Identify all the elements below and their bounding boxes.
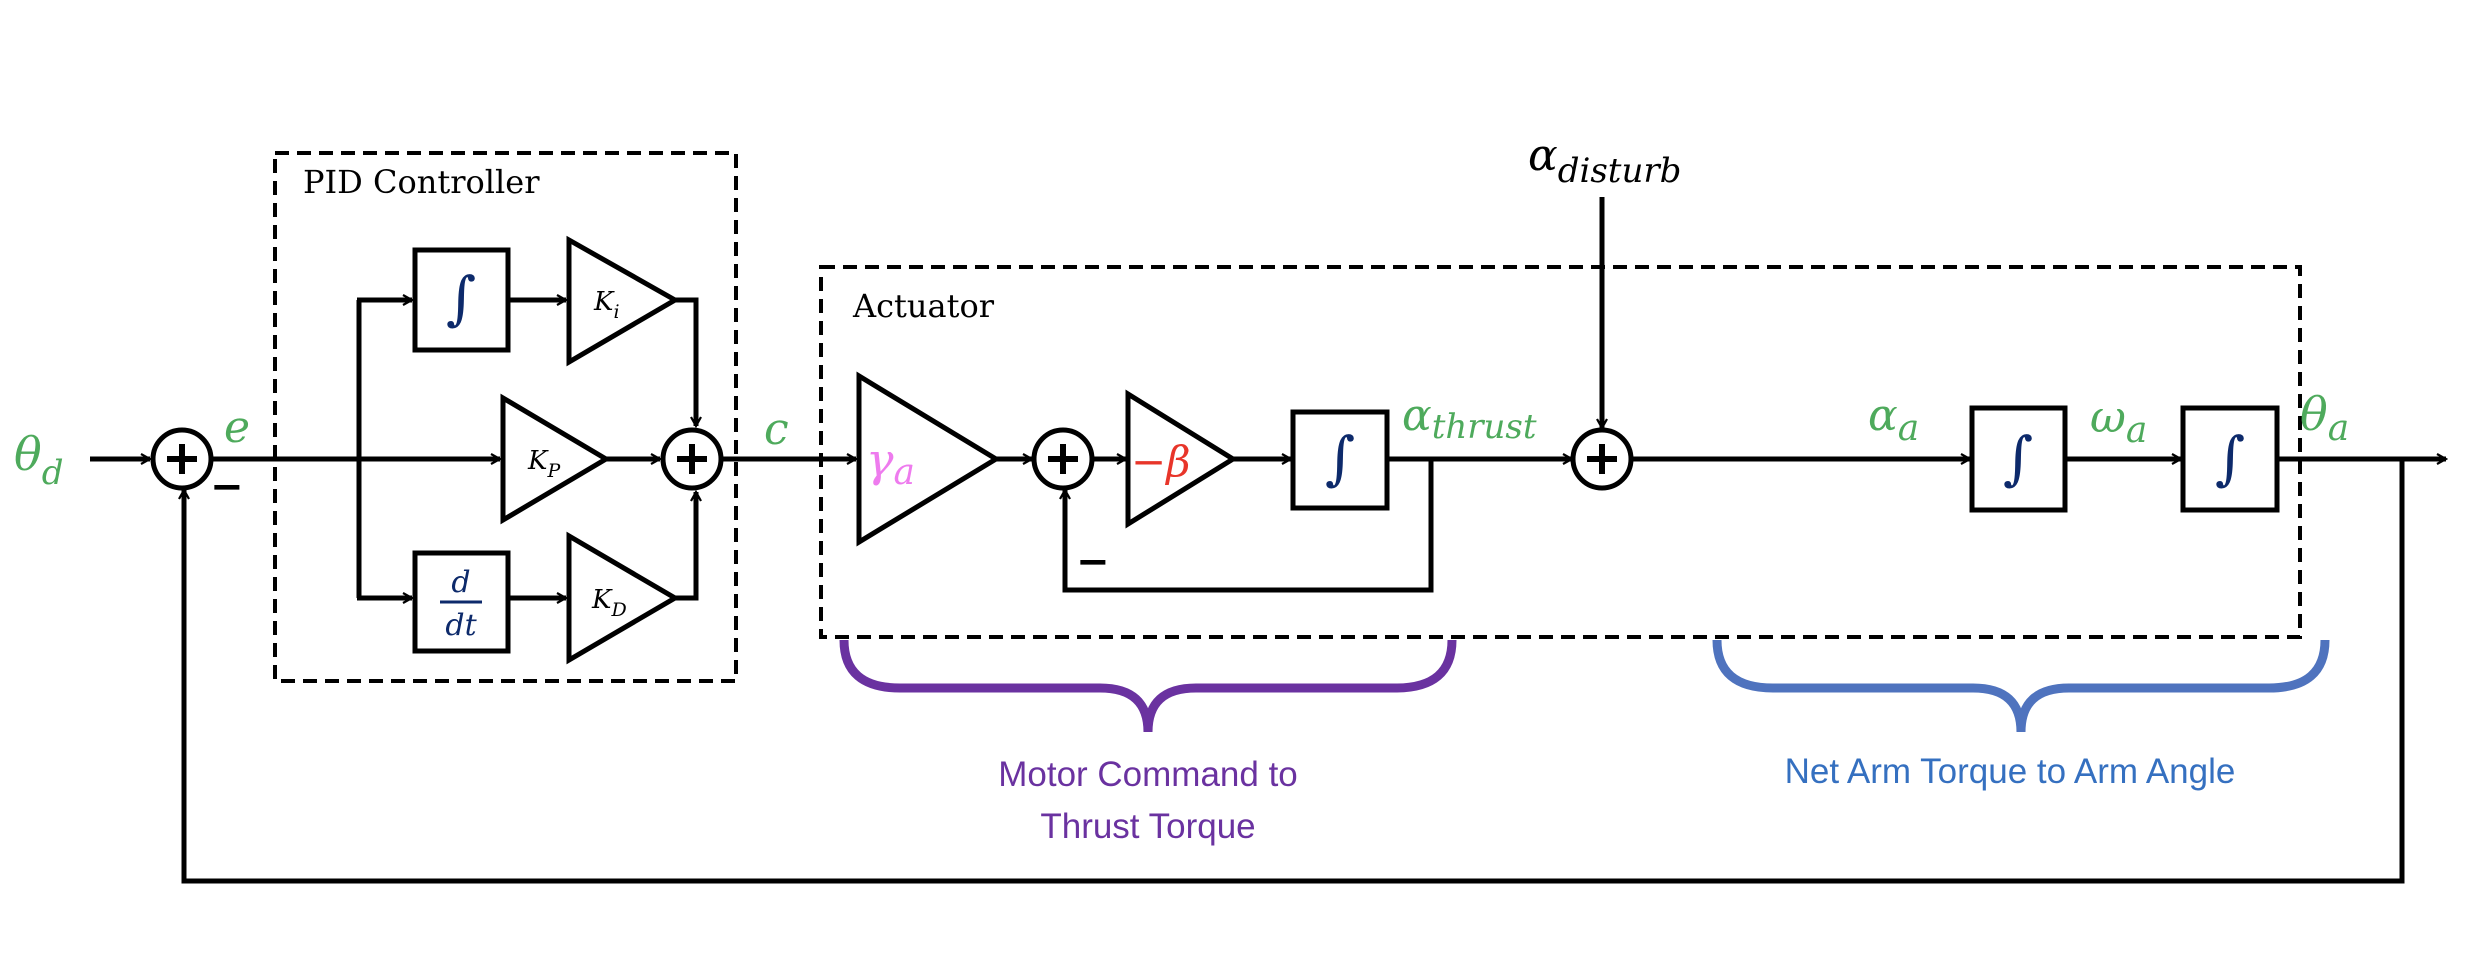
svg-text:dt: dt xyxy=(445,608,477,643)
summing-junction-disturbance xyxy=(1570,427,1634,491)
actuator-box xyxy=(819,265,2302,639)
svg-text:−β: −β xyxy=(1131,437,1190,486)
summing-junction-pid xyxy=(660,427,724,491)
alpha-a-label: αa xyxy=(1868,390,1919,449)
svg-text:d: d xyxy=(451,565,470,600)
motor-caption-line1: Motor Command to xyxy=(998,755,1298,794)
summing-junction-error xyxy=(150,427,214,491)
arm-caption: Net Arm Torque to Arm Angle xyxy=(1785,752,2236,791)
ki-gain: Ki xyxy=(566,235,681,367)
alpha-disturb-label: αdisturb xyxy=(1528,130,1681,191)
integral-icon: ∫ xyxy=(446,264,476,332)
omega-a-label: ωa xyxy=(2090,392,2147,451)
command-label: c xyxy=(764,404,789,455)
integral-icon: ∫ xyxy=(2003,424,2033,492)
theta-d-label: θd xyxy=(14,427,63,493)
actuator-feedback-line xyxy=(1065,459,1434,593)
svg-text:Ki: Ki xyxy=(593,287,620,323)
summing-junction-actuator xyxy=(1031,427,1095,491)
pid-title: PID Controller xyxy=(303,163,540,201)
kd-gain: KD xyxy=(566,531,680,665)
error-label: e xyxy=(224,402,250,453)
motor-caption-line2: Thrust Torque xyxy=(1040,807,1255,846)
integral-icon: ∫ xyxy=(2215,424,2245,492)
theta-a-label: θa xyxy=(2300,387,2349,449)
svg-text:γa: γa xyxy=(866,433,915,493)
alpha-thrust-label: αthrust xyxy=(1402,390,1537,447)
pid-controller-box xyxy=(273,151,738,683)
integral-block: ∫ xyxy=(412,247,511,353)
outer-feedback-line xyxy=(184,459,2405,884)
actuator-integral-block: ∫ xyxy=(1290,409,1390,511)
actuator-title: Actuator xyxy=(852,287,995,325)
plant-integral-1: ∫ xyxy=(1969,405,2068,513)
svg-text:KP: KP xyxy=(527,446,561,482)
beta-gain: −β xyxy=(1125,389,1238,529)
svg-text:KD: KD xyxy=(591,585,627,621)
integral-icon: ∫ xyxy=(1325,424,1355,492)
kp-gain: KP xyxy=(500,393,611,525)
motor-brace xyxy=(839,639,1457,733)
plant-integral-2: ∫ xyxy=(2180,405,2280,513)
arm-brace xyxy=(1712,639,2330,733)
minus-sign: − xyxy=(1076,539,1110,585)
derivative-block: d dt xyxy=(412,550,511,654)
minus-sign: − xyxy=(210,464,244,510)
gamma-gain: γa xyxy=(856,371,1001,547)
